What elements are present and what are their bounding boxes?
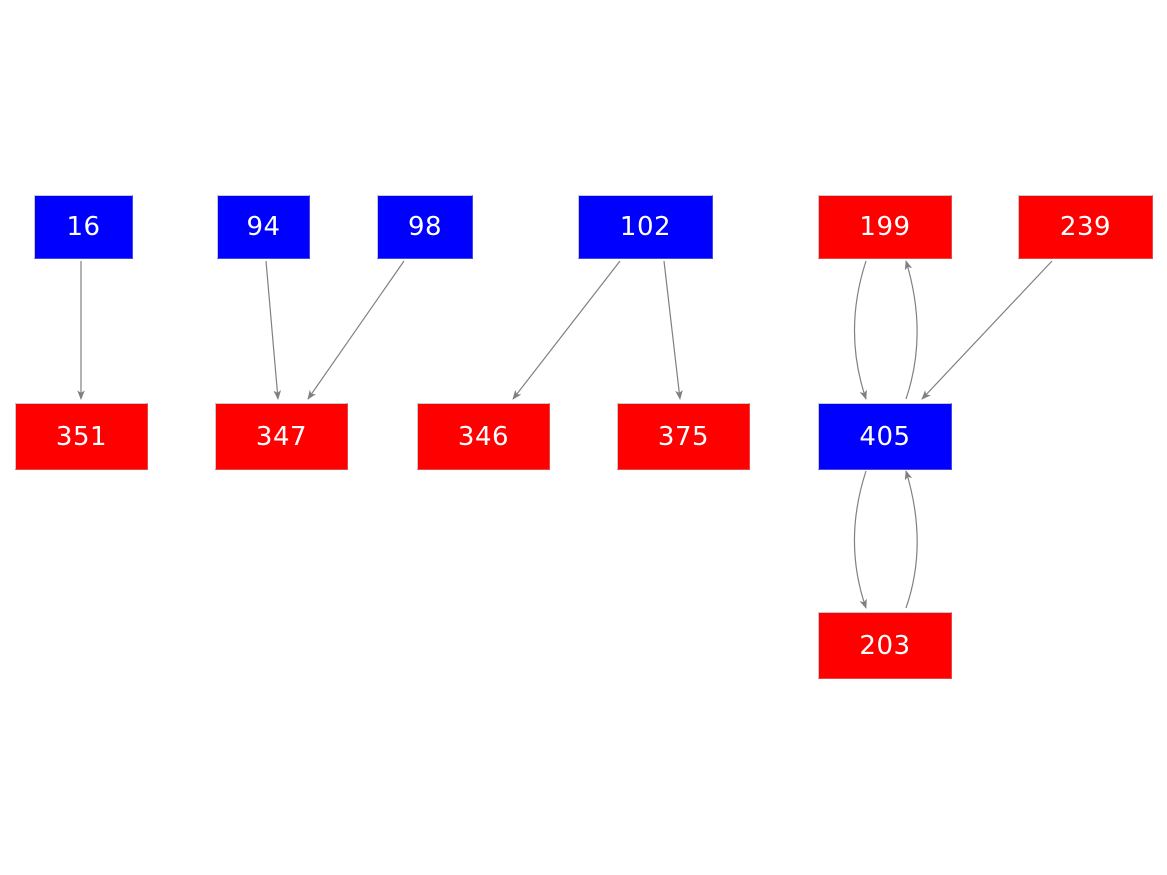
node-label-405: 405 bbox=[859, 421, 911, 452]
node-label-199: 199 bbox=[859, 212, 911, 242]
node-346[interactable]: 346 bbox=[417, 403, 550, 470]
edge-405-to-199 bbox=[904, 260, 918, 400]
node-102[interactable]: 102 bbox=[578, 195, 713, 259]
node-199[interactable]: 199 bbox=[818, 195, 952, 259]
node-label-203: 203 bbox=[859, 630, 911, 661]
node-16[interactable]: 16 bbox=[34, 195, 133, 259]
node-203[interactable]: 203 bbox=[818, 612, 952, 679]
edge-239-to-405 bbox=[921, 260, 1053, 400]
node-label-351: 351 bbox=[55, 421, 108, 452]
node-351[interactable]: 351 bbox=[15, 403, 148, 470]
edge-94-to-347 bbox=[265, 260, 282, 400]
node-375[interactable]: 375 bbox=[617, 403, 750, 470]
node-label-375: 375 bbox=[657, 421, 710, 452]
edge-405-to-203 bbox=[853, 470, 867, 609]
edge-199-to-405 bbox=[853, 260, 867, 400]
node-347[interactable]: 347 bbox=[215, 403, 348, 470]
edge-102-to-375 bbox=[663, 260, 683, 400]
node-label-347: 347 bbox=[255, 421, 308, 452]
edge-102-to-346 bbox=[512, 260, 621, 400]
node-94[interactable]: 94 bbox=[217, 195, 310, 259]
node-98[interactable]: 98 bbox=[377, 195, 473, 259]
node-label-102: 102 bbox=[619, 212, 672, 242]
node-239[interactable]: 239 bbox=[1018, 195, 1153, 259]
node-label-16: 16 bbox=[66, 212, 101, 242]
node-405[interactable]: 405 bbox=[818, 403, 952, 470]
node-label-94: 94 bbox=[246, 212, 281, 242]
node-label-346: 346 bbox=[457, 421, 510, 452]
edge-203-to-405 bbox=[904, 470, 918, 609]
node-label-98: 98 bbox=[407, 212, 443, 242]
node-label-239: 239 bbox=[1059, 212, 1112, 242]
edge-98-to-347 bbox=[307, 260, 405, 400]
